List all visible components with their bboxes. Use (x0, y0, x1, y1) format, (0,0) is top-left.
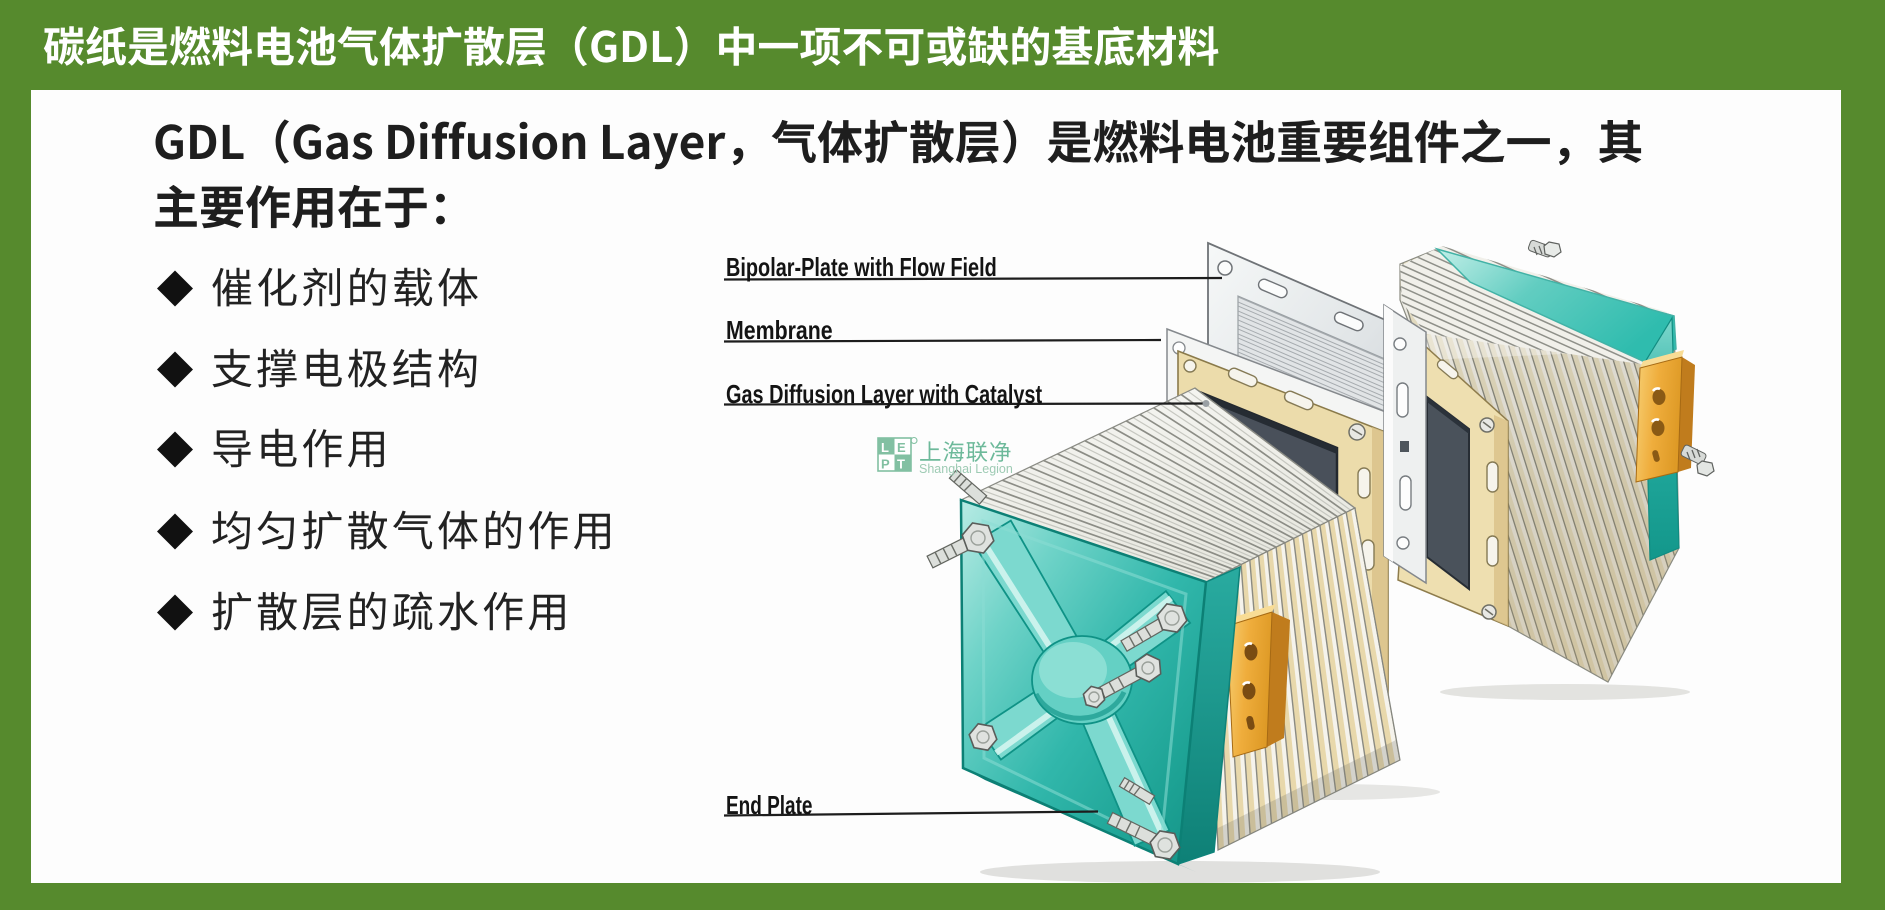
svg-text:E: E (897, 440, 906, 455)
svg-text:T: T (897, 457, 905, 472)
svg-text:Shanghai Legion: Shanghai Legion (919, 462, 1013, 476)
svg-text:P: P (881, 457, 890, 472)
svg-text:L: L (881, 440, 889, 455)
